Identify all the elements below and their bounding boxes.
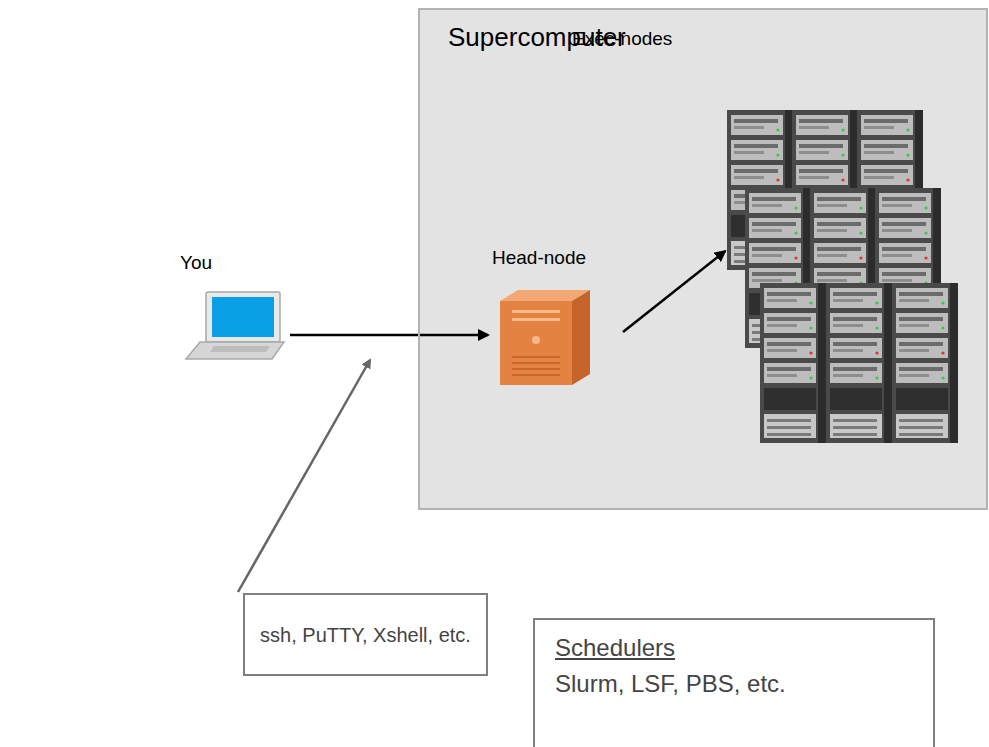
supercomputer-ground: [418, 8, 988, 510]
leader-arrow: [238, 360, 370, 592]
tower-server-icon: [500, 290, 590, 385]
node-label: You: [180, 252, 212, 275]
access-tools-box: ssh, PuTTY, Xshell, etc.: [243, 593, 488, 676]
server-racks: [727, 110, 958, 443]
user-laptop: You: [175, 250, 290, 365]
node-label: ssh, PuTTY, Xshell, etc.: [260, 623, 471, 647]
laptop-icon: [186, 292, 284, 359]
connector-arrow: [623, 251, 725, 332]
connector-arrow: [290, 334, 488, 337]
node-label: Exec-nodes: [572, 28, 672, 51]
node-label: Head-node: [492, 247, 586, 270]
exec-nodes: Exec-nodes: [725, 105, 965, 445]
supercomputer-frame: SupercomputerHead-nodeExec-nodes: [418, 8, 988, 510]
head-node: Head-node: [488, 245, 623, 390]
node-body-text: Slurm, LSF, PBS, etc.: [555, 670, 786, 699]
scheduler-box: SchedulersSlurm, LSF, PBS, etc.: [533, 618, 935, 747]
node-label: Schedulers: [555, 634, 675, 663]
